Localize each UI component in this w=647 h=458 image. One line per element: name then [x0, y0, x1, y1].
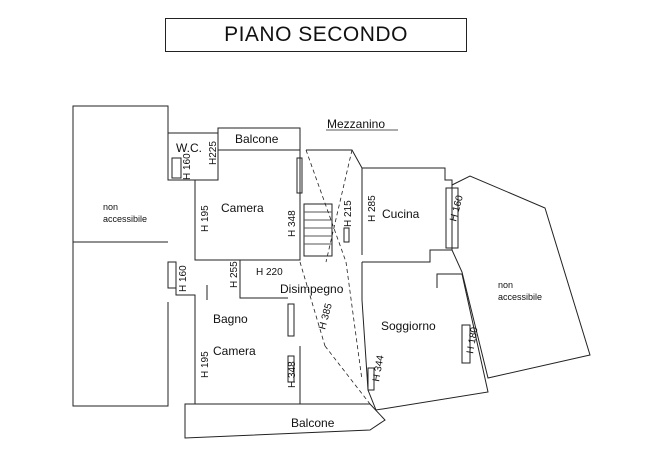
dashed-lines [299, 149, 371, 405]
plan-title: PIANO SECONDO [165, 18, 467, 52]
h-195-top: H 195 [200, 205, 211, 232]
label-non-left-1: non [103, 202, 118, 212]
h-285: H 285 [367, 195, 378, 222]
h-160-bagno: H 160 [178, 265, 189, 292]
label-cucina: Cucina [382, 207, 420, 221]
balcone-bottom [184, 403, 386, 439]
camera-bottom-window [287, 303, 295, 337]
label-non-right-2: accessibile [498, 292, 542, 302]
label-soggiorno: Soggiorno [381, 319, 436, 333]
bagno-walls [175, 262, 196, 318]
mezzanino-walls [306, 149, 363, 255]
label-mezzanino: Mezzanino [327, 117, 385, 131]
label-bagno: Bagno [213, 312, 248, 326]
left-outline [72, 105, 169, 243]
stair-block [303, 203, 333, 257]
label-non-right-1: non [498, 280, 513, 290]
h-344: H 344 [371, 354, 387, 383]
wc-fixture [171, 157, 182, 179]
soggiorno-window [461, 324, 471, 364]
h-195-bottom: H 195 [200, 351, 211, 378]
h-wc: H 160 [182, 153, 193, 180]
label-wc: W.C. [176, 141, 202, 155]
label-camera-top: Camera [221, 201, 264, 215]
camera-bottom-door [287, 355, 295, 383]
label-balcone-top: Balcone [235, 132, 279, 146]
label-camera-bottom: Camera [213, 344, 256, 358]
label-disimpegno: Disimpegno [280, 282, 344, 296]
disimpegno-walls [239, 260, 288, 299]
stair-rail [343, 227, 350, 243]
balcone-top [217, 127, 301, 151]
camera-top-window [296, 157, 303, 194]
h-220: H 220 [256, 267, 283, 278]
h-255: H 255 [229, 261, 240, 288]
left-outline-lower [72, 242, 169, 407]
stair-steps [304, 211, 332, 245]
right-outline [451, 175, 591, 379]
h-348-bottom: H 348 [287, 361, 298, 388]
label-non-left-2: accessibile [103, 214, 147, 224]
h-348-top: H 348 [287, 210, 298, 237]
h-385: H 385 [317, 302, 335, 331]
h-160-cucina: H 160 [448, 194, 466, 223]
soggiorno-walls [361, 262, 489, 411]
wc-room [167, 132, 219, 181]
h-180: H 180 [465, 326, 481, 355]
label-balcone-bottom: Balcone [291, 416, 335, 430]
bagno-fixture [167, 261, 177, 289]
h-225: H225 [208, 141, 219, 165]
soggiorno-door [367, 367, 375, 391]
camera-top-walls [194, 150, 301, 261]
h-215: H 215 [343, 200, 354, 227]
